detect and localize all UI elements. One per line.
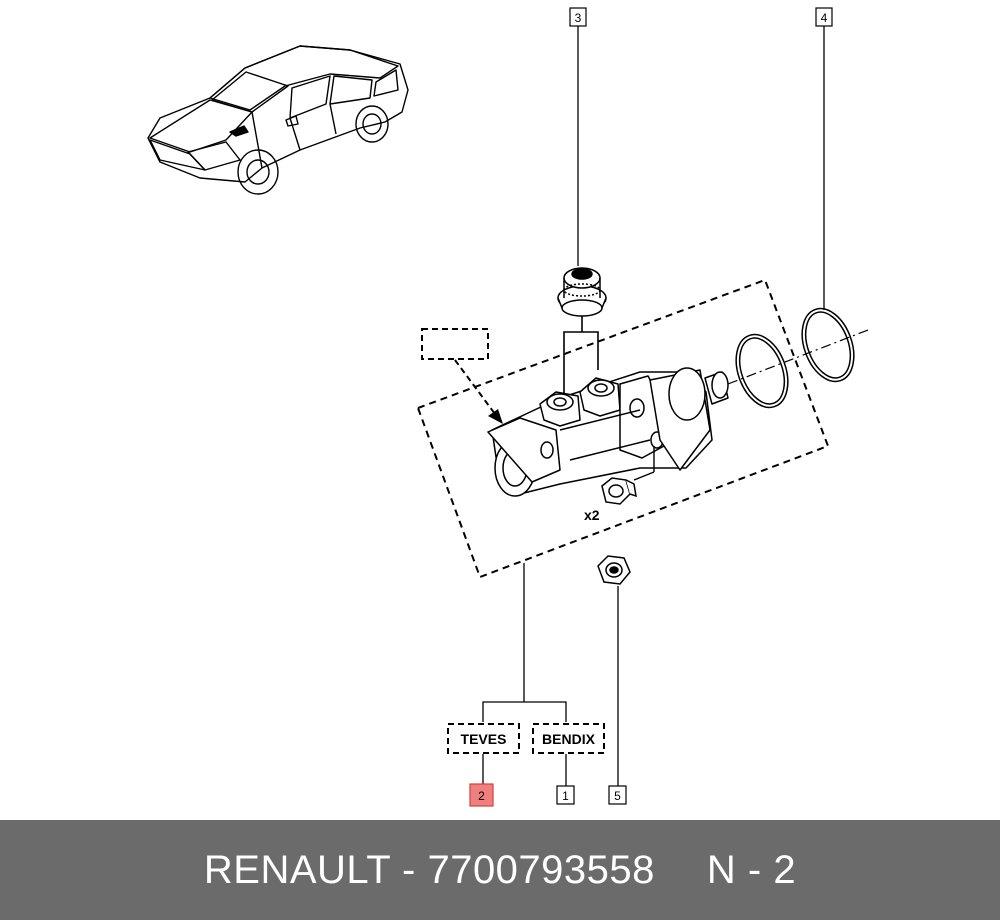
seal-ring-inner [735,333,789,409]
reference-arrow-head [488,409,503,424]
variant-teves-label: TEVES [461,731,507,747]
parts-diagram: x2 TEVES BENDIX 3 4 [147,7,869,807]
callout-1[interactable]: 1 [556,785,575,805]
callout-3[interactable]: 3 [569,7,587,27]
svg-text:5: 5 [614,789,621,803]
callout-5[interactable]: 5 [608,785,627,805]
assembly-dashed-outline [416,278,830,579]
footer-bar: RENAULT - 7700793558 N - 2 [0,820,1000,920]
grommet-bracket-lines [563,316,599,395]
variant-teves-box: TEVES [447,723,520,754]
svg-text:3: 3 [575,11,582,25]
reservoir-grommet [557,267,607,317]
mounting-nut [597,555,631,585]
variant-bendix-box: BENDIX [532,723,605,754]
leader-lines [482,26,825,786]
callout-2-highlighted[interactable]: 2 [469,783,494,807]
car-illustration [147,45,409,195]
footer-brand-part-number: RENAULT - 7700793558 [203,847,655,892]
assembly-axis-line [727,329,869,385]
svg-text:1: 1 [562,789,569,803]
callout-4[interactable]: 4 [815,7,833,27]
quantity-label: x2 [584,507,600,523]
svg-text:2: 2 [478,789,485,803]
reference-dashed-box [421,328,489,360]
master-cylinder [487,367,729,497]
reference-arrow-line [454,359,496,415]
footer-page-number: N - 2 [706,847,797,892]
mounting-nut-small [601,477,637,505]
variant-bendix-label: BENDIX [542,731,596,747]
svg-text:4: 4 [821,11,828,25]
nut-small-leader [633,471,655,481]
